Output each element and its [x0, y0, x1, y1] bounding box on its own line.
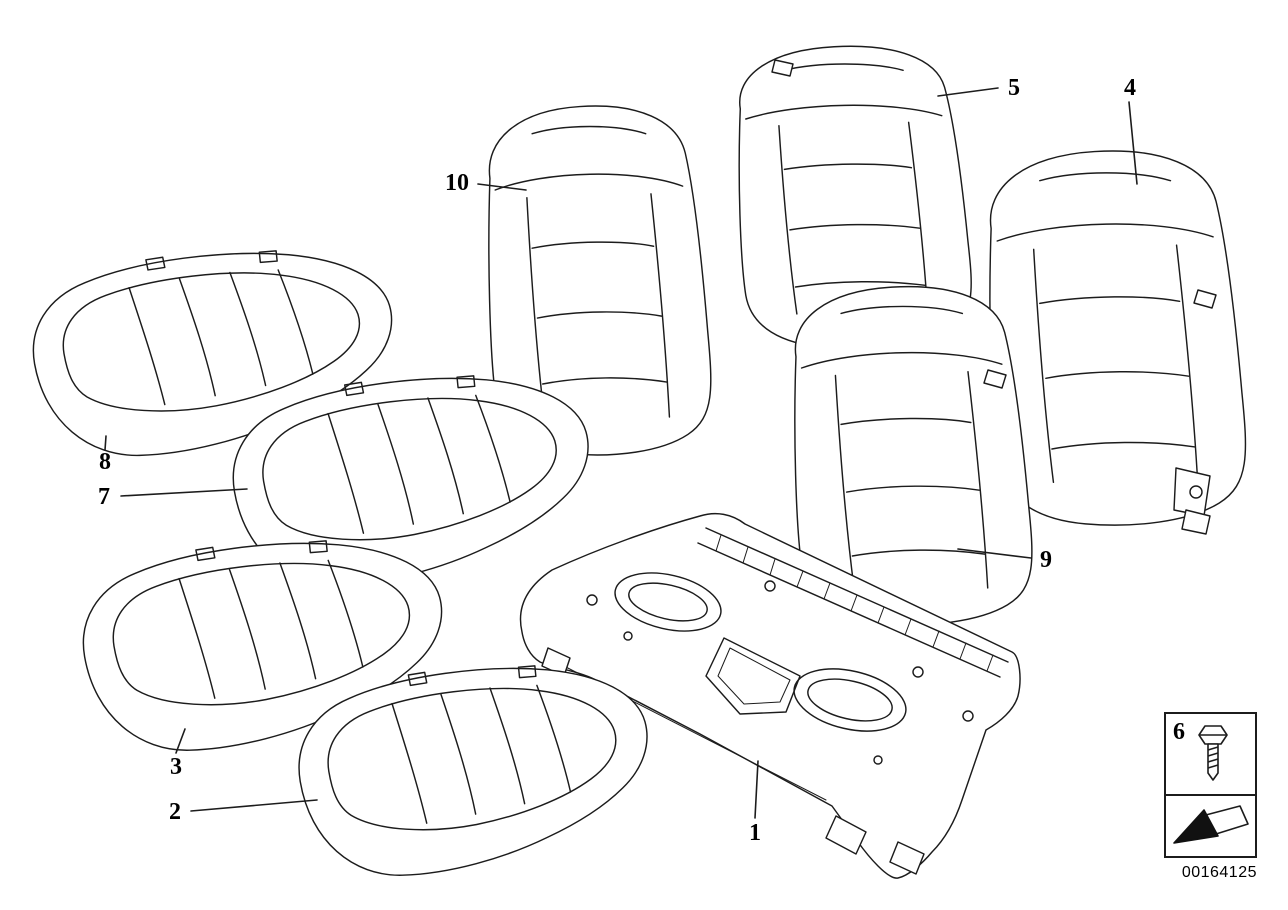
frame-recess-right: [788, 659, 912, 741]
frame-center-recess: [706, 638, 800, 714]
leader-line-2: [191, 800, 317, 811]
leader-line-1: [755, 761, 758, 818]
legend-fastener-cell: 6: [1166, 714, 1255, 796]
headrest-latch-4: [1194, 290, 1216, 308]
callout-9[interactable]: 9: [1040, 547, 1052, 573]
leader-line-8: [105, 436, 106, 450]
leader-line-10: [478, 184, 526, 190]
seat-cushion-2: [299, 666, 647, 875]
direction-arrow-icon: [1172, 805, 1249, 844]
leader-line-4: [1129, 102, 1137, 184]
frame-recess-left: [609, 564, 726, 641]
seat-backrest-10: [489, 106, 711, 455]
seat-backrest-4: [990, 151, 1246, 525]
leader-line-9: [958, 549, 1031, 558]
leader-lines: [105, 88, 1137, 818]
callout-8[interactable]: 8: [99, 449, 111, 475]
legend-box: 6: [1164, 712, 1257, 858]
seat-backrest-9: [795, 287, 1032, 625]
frame-rear-strip: [698, 528, 1008, 677]
callout-7[interactable]: 7: [98, 484, 110, 510]
callout-10[interactable]: 10: [445, 170, 469, 196]
seat-backrest-5: [739, 46, 971, 348]
callout-2[interactable]: 2: [169, 799, 181, 825]
screw-bolt-icon: [1198, 725, 1228, 781]
seat-hinge-bracket: [1174, 468, 1210, 534]
headrest-latch-9: [984, 370, 1006, 388]
legend-direction-cell: [1166, 796, 1255, 854]
leader-line-3: [176, 729, 185, 753]
image-number: 00164125: [1181, 864, 1257, 881]
callout-6[interactable]: 6: [1173, 719, 1185, 745]
leader-line-5: [938, 88, 998, 96]
leader-line-7: [121, 489, 247, 496]
callout-3[interactable]: 3: [170, 754, 182, 780]
callout-5[interactable]: 5: [1008, 75, 1020, 101]
seat-base-frame-1: [520, 514, 1020, 878]
headrest-latch-5: [772, 60, 793, 76]
callout-1[interactable]: 1: [749, 820, 761, 846]
callout-4[interactable]: 4: [1124, 75, 1136, 101]
